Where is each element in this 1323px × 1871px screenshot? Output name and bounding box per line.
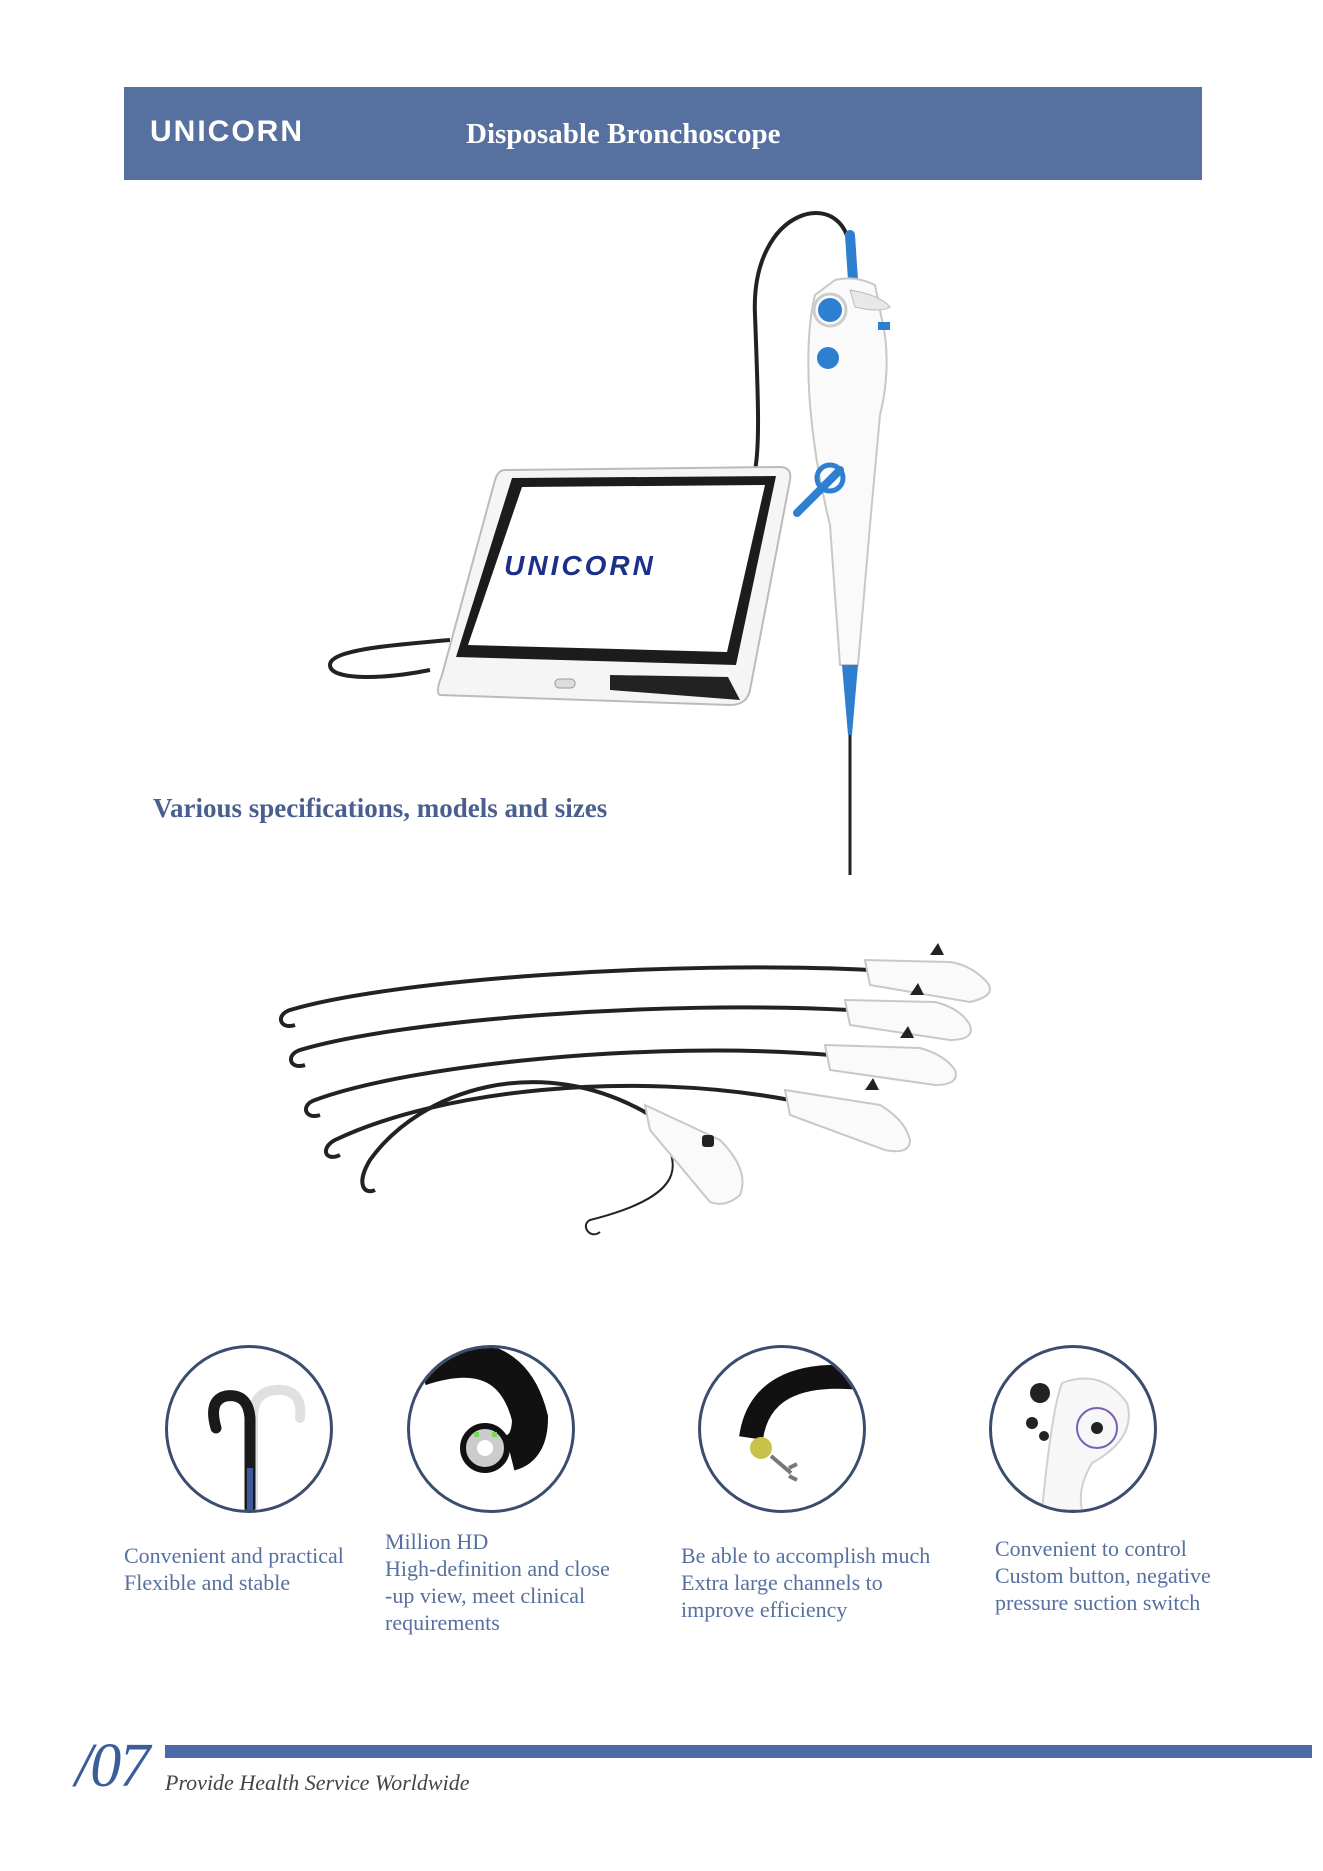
- feature-line: Extra large channels to: [681, 1570, 883, 1595]
- feature-circle-bent-tip: [165, 1345, 333, 1513]
- forceps-channel-icon: [739, 1364, 863, 1482]
- models-product-image: [279, 943, 991, 1236]
- feature-text-control: Convenient to control Custom button, neg…: [995, 1535, 1211, 1616]
- feature-line: Million HD: [385, 1529, 489, 1554]
- feature-line: Be able to accomplish much: [681, 1543, 931, 1568]
- page-title: Disposable Bronchoscope: [466, 118, 781, 150]
- feature-line: High-definition and close: [385, 1556, 610, 1581]
- header-bar: UNICORN Disposable Bronchoscope: [124, 87, 1202, 180]
- page-number: /07: [75, 1732, 150, 1800]
- feature-line: Convenient and practical: [124, 1543, 344, 1568]
- feature-line: Flexible and stable: [124, 1570, 291, 1595]
- feature-circle-hd-camera: [407, 1345, 575, 1513]
- tablet-monitor: [436, 465, 792, 707]
- bronchoscope-device: [793, 230, 891, 875]
- feature-line: Custom button, negative: [995, 1563, 1211, 1588]
- feature-line: -up view, meet clinical: [385, 1583, 586, 1608]
- control-handle-icon: [1026, 1377, 1130, 1510]
- hero-product-image: UNICORN: [327, 211, 891, 875]
- bent-tip-icon: [208, 1384, 306, 1510]
- feature-line: improve efficiency: [681, 1597, 848, 1622]
- feature-circle-forceps: [698, 1345, 866, 1513]
- feature-text-bent-tip: Convenient and practical Flexible and st…: [124, 1542, 344, 1596]
- footer-bar: [165, 1745, 1312, 1758]
- section-subheading: Various specifications, models and sizes: [153, 793, 608, 823]
- hd-camera-tip-icon: [414, 1348, 549, 1473]
- feature-line: Convenient to control: [995, 1536, 1187, 1561]
- feature-text-hd-camera: Million HD High-definition and close -up…: [385, 1528, 610, 1636]
- feature-line: requirements: [385, 1610, 500, 1635]
- screen-logo: UNICORN: [504, 550, 656, 581]
- brand-logo: UNICORN: [150, 115, 304, 148]
- feature-text-forceps: Be able to accomplish much Extra large c…: [681, 1542, 930, 1623]
- feature-circle-control: [989, 1345, 1157, 1513]
- feature-line: pressure suction switch: [995, 1590, 1201, 1615]
- footer-tagline: Provide Health Service Worldwide: [165, 1770, 470, 1795]
